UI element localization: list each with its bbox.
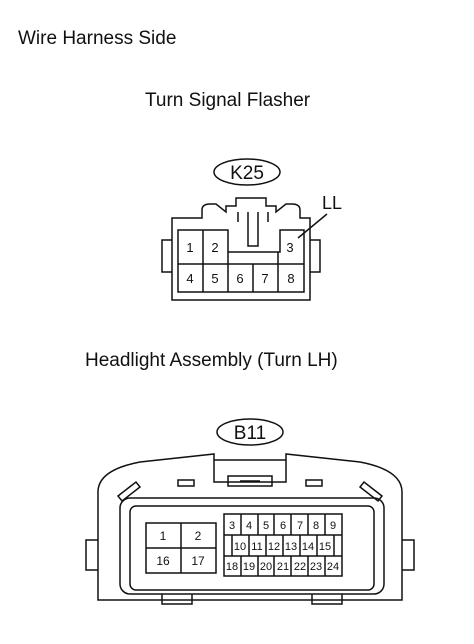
k25-callout-label: LL <box>322 193 342 213</box>
b11-pin-label: 13 <box>285 541 297 553</box>
b11-pin-label: 18 <box>226 561 238 573</box>
k25-code-oval <box>213 158 281 186</box>
b11-pin-label: 24 <box>327 561 339 573</box>
b11-connector-body <box>97 453 403 601</box>
b11-pin-label: 11 <box>251 541 262 553</box>
b11-pin-label: 4 <box>246 520 252 532</box>
b11-pin-label: 19 <box>243 561 255 573</box>
b11-pin-label: 10 <box>234 541 246 553</box>
b11-pin-label: 1 <box>160 529 167 543</box>
b11-pin-label: 23 <box>310 561 322 573</box>
k25-pin-label: 8 <box>287 271 294 286</box>
b11-pin-label: 9 <box>330 520 336 532</box>
k25-pin-label: 4 <box>186 271 193 286</box>
b11-pin-label: 12 <box>268 541 280 553</box>
b11-pin-label: 22 <box>294 561 306 573</box>
b11-connector-name: Headlight Assembly (Turn LH) <box>85 350 338 371</box>
k25-pin-label: 6 <box>236 271 243 286</box>
k25-connector-name: Turn Signal Flasher <box>145 90 311 111</box>
k25-code-label: K25 <box>230 163 264 184</box>
k25-pin-label: 1 <box>186 240 193 255</box>
b11-pin-label: 15 <box>319 541 331 553</box>
k25-pin-label: 3 <box>286 240 293 255</box>
b11-pin-label: 16 <box>156 554 170 568</box>
k25-pin-label: 7 <box>261 271 268 286</box>
k25-pin-label: 2 <box>211 240 218 255</box>
b11-code-oval <box>216 418 284 446</box>
page-title: Wire Harness Side <box>18 28 177 49</box>
b11-code-label: B11 <box>234 423 266 444</box>
b11-pin-label: 6 <box>280 520 286 532</box>
b11-pin-label: 2 <box>195 529 202 543</box>
k25-pin-label: 5 <box>211 271 218 286</box>
b11-pin-label: 5 <box>263 520 269 532</box>
b11-pin-label: 3 <box>229 520 235 532</box>
b11-pin-label: 17 <box>191 554 205 568</box>
b11-pin-label: 7 <box>297 520 303 532</box>
b11-pin-label: 8 <box>313 520 319 532</box>
b11-pin-label: 21 <box>277 561 289 573</box>
b11-pin-label: 20 <box>260 561 272 573</box>
k25-connector-body <box>171 197 311 301</box>
b11-pin-label: 14 <box>302 541 314 553</box>
